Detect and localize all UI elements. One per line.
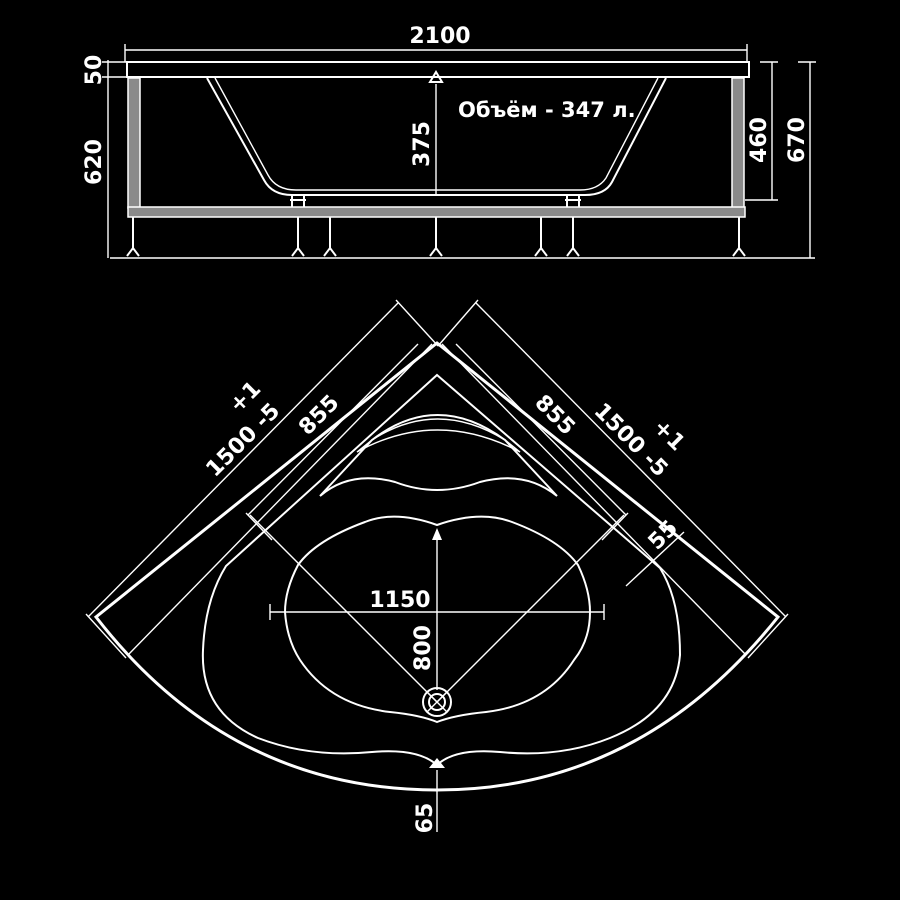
dim-depth-label: 375 <box>410 121 435 167</box>
legs <box>126 217 746 257</box>
dim-total-height-label: 670 <box>785 117 810 163</box>
tub-body-inner <box>214 77 659 191</box>
dim-inner-height-label: 460 <box>747 117 772 163</box>
leg-4 <box>429 217 443 257</box>
leg-5 <box>534 217 548 257</box>
dim-rim-label: 50 <box>82 55 107 86</box>
dim-length: 2100 <box>124 24 748 62</box>
dim-leg-label: 620 <box>82 139 107 185</box>
diag-guide-right <box>436 514 625 703</box>
dim-front-offset-label: 65 <box>413 803 438 834</box>
front-overflow-icon <box>429 758 445 768</box>
seat-inner <box>356 418 521 453</box>
dim-front-offset: 65 <box>413 770 438 833</box>
dim-bowl-width-label: 1150 <box>369 588 430 613</box>
leg-7 <box>732 217 746 257</box>
dim-left-inner-label: 855 <box>294 390 344 440</box>
left-post <box>127 77 141 209</box>
top-view: 1500 -5 +1 855 1500 -5 +1 855 55 <box>85 299 789 833</box>
dim-bowl-depth: 800 <box>411 528 442 690</box>
tub-body-outline <box>206 77 667 196</box>
side-view: 2100 50 620 375 460 670 Объём - 347 л. <box>82 24 816 259</box>
dim-right-inner: 855 <box>441 343 747 656</box>
bottom-frame <box>127 206 746 218</box>
leg-1 <box>126 217 140 257</box>
overflow-fitting <box>428 70 444 83</box>
leg-3 <box>323 217 337 257</box>
diag-guide-left <box>249 514 438 703</box>
leg-2 <box>291 217 305 257</box>
seat-outline <box>319 414 558 497</box>
drain-left <box>290 195 306 207</box>
dim-right-inner-label: 855 <box>530 390 580 440</box>
dim-right-heights: 460 670 <box>745 61 816 258</box>
dim-rim-offset: 55 <box>625 516 685 587</box>
dim-rim-offset-label: 55 <box>644 516 683 555</box>
dim-bowl-depth-label: 800 <box>411 625 436 671</box>
dim-length-label: 2100 <box>409 24 470 49</box>
dim-left-heights: 50 620 <box>82 55 127 258</box>
leg-6 <box>566 217 580 257</box>
drain-right <box>565 195 581 207</box>
right-post <box>731 77 745 209</box>
volume-label: Объём - 347 л. <box>458 98 636 122</box>
dim-depth: 375 <box>410 84 437 196</box>
